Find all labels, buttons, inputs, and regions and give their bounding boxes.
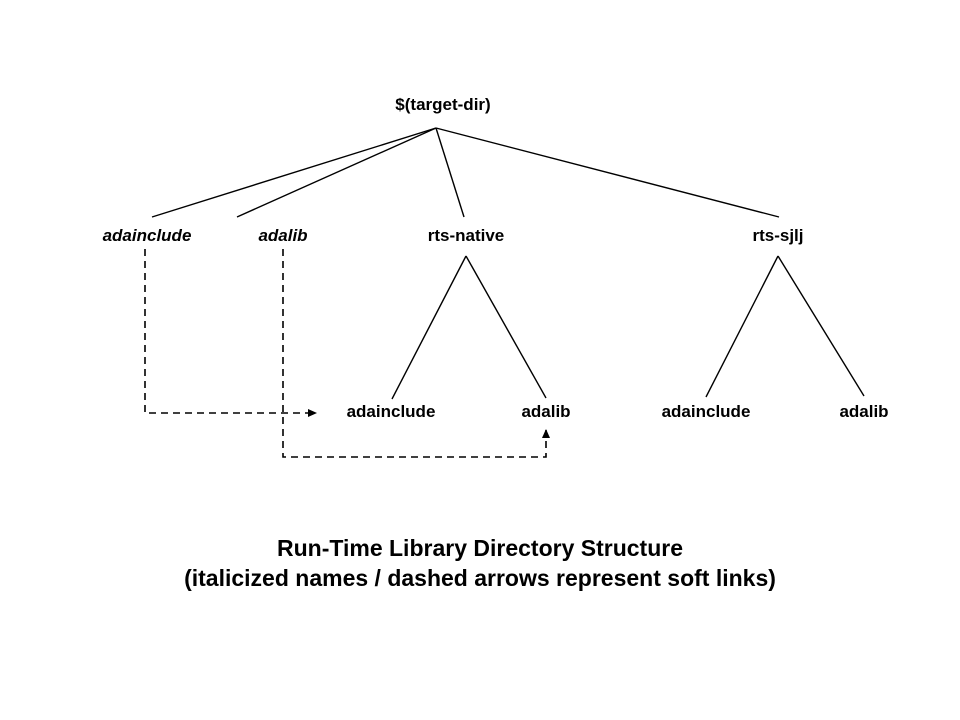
edge-rts-native-to-adalib: [465, 255, 547, 399]
rts-native-edges: [391, 255, 547, 400]
caption-line-title: Run-Time Library Directory Structure: [276, 535, 683, 561]
edge-root-to-rts-sjlj: [435, 127, 780, 218]
edge-root-to-adalib: [236, 127, 437, 218]
node-root: $(target-dir): [395, 95, 491, 114]
diagram-caption: Run-Time Library Directory Structure (it…: [0, 533, 960, 593]
edge-root-to-rts-native: [435, 127, 465, 218]
edge-rts-sjlj-to-adainclude: [705, 255, 779, 398]
soft-link-adalib-arrow: [282, 249, 550, 458]
caption-line-legend: (italicized names / dashed arrows repres…: [184, 565, 776, 591]
node-rts-sjlj-adainclude: adainclude: [661, 402, 751, 421]
node-rts-sjlj-adalib: adalib: [839, 402, 889, 421]
node-adalib-softlink: adalib: [258, 226, 308, 245]
edge-rts-native-to-adainclude: [391, 255, 467, 400]
edge-root-to-adainclude: [151, 127, 437, 218]
node-rts-native-adainclude: adainclude: [346, 402, 436, 421]
rts-sjlj-edges: [705, 255, 865, 398]
edge-rts-sjlj-to-adalib: [777, 255, 865, 397]
node-rts-native: rts-native: [427, 226, 505, 245]
root-edges: [151, 127, 780, 218]
node-adainclude-softlink: adainclude: [102, 226, 192, 245]
node-rts-native-adalib: adalib: [521, 402, 571, 421]
soft-link-adainclude-arrow: [144, 249, 317, 417]
node-rts-sjlj: rts-sjlj: [752, 226, 804, 245]
